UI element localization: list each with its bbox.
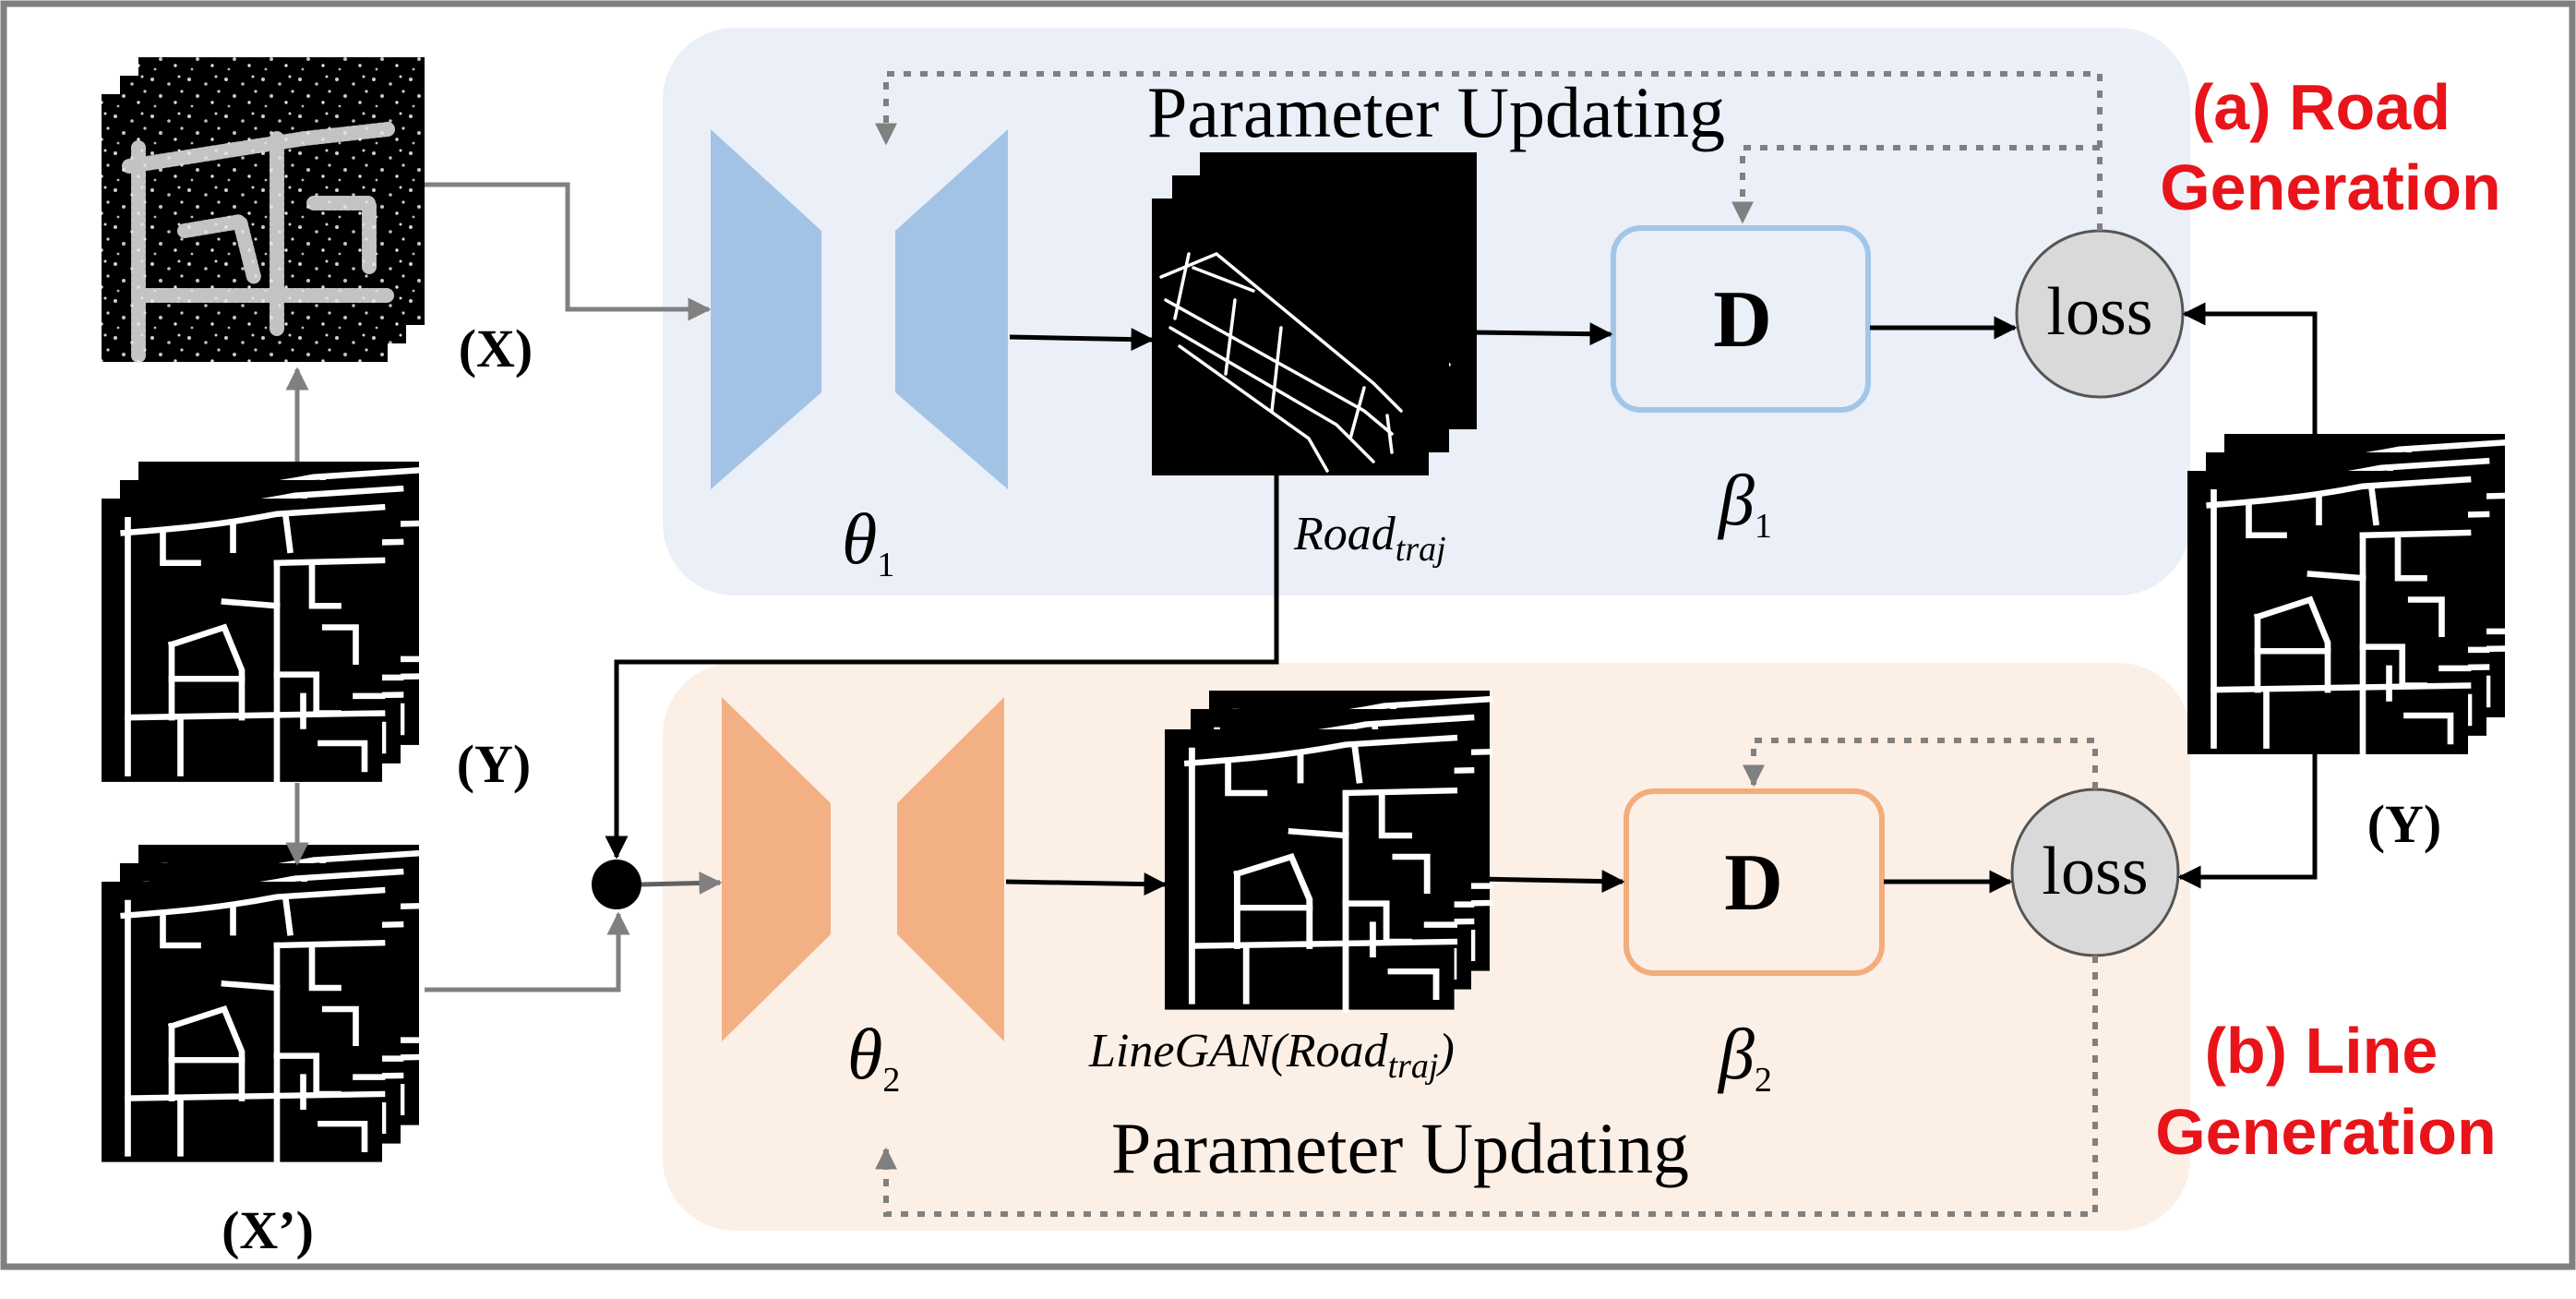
road-traj-label: Roadtraj bbox=[1293, 508, 1446, 569]
arrow-y-to-loss2 bbox=[2177, 750, 2318, 889]
label-x-prime: (X’) bbox=[222, 1200, 314, 1260]
arrow-y-to-loss1 bbox=[2182, 302, 2318, 434]
feedback-line-to-generator2 bbox=[875, 956, 2098, 1217]
arrow-generator2-to-lineoutput bbox=[1005, 872, 1168, 896]
generator-road-theta1 bbox=[711, 129, 1008, 489]
loss2-label: loss bbox=[2042, 834, 2148, 909]
label-y-right: (Y) bbox=[2367, 794, 2442, 854]
disc1-label: D bbox=[1713, 275, 1772, 365]
concat-junction-dot bbox=[592, 860, 641, 909]
discriminator-line bbox=[1623, 788, 1885, 976]
input-x-stack bbox=[102, 57, 425, 363]
arrow-junction-to-generator2 bbox=[641, 872, 723, 896]
linegan-output-stack bbox=[1165, 691, 1490, 1010]
arrow-lineoutput-to-disc2 bbox=[1476, 870, 1625, 894]
input-y-stack bbox=[102, 462, 419, 782]
input-x-prime-stack bbox=[102, 845, 419, 1162]
line-param-updating-label: Parameter Updating bbox=[1111, 1108, 1689, 1188]
arrow-generator1-to-roadtraj bbox=[1009, 328, 1155, 352]
arrow-roadtraj-to-disc1 bbox=[1471, 322, 1613, 346]
arrow-x-prime-to-junction bbox=[425, 911, 630, 992]
road-panel-title-line2: Generation bbox=[2160, 151, 2501, 223]
loss1-label: loss bbox=[2046, 274, 2152, 350]
arrow-roadtraj-to-junction bbox=[605, 466, 1279, 860]
road-param-updating-label: Parameter Updating bbox=[1147, 72, 1725, 152]
theta1-label: θ1 bbox=[842, 499, 894, 584]
disc2-label: D bbox=[1724, 838, 1783, 928]
ground-truth-y-stack bbox=[2187, 434, 2505, 754]
beta2-label: β2 bbox=[1717, 1014, 1772, 1100]
road-traj-output-stack bbox=[1150, 150, 1479, 477]
line-panel-title-line2: Generation bbox=[2155, 1096, 2497, 1168]
generator-line-theta2 bbox=[722, 697, 1004, 1041]
beta1-label: β1 bbox=[1717, 460, 1772, 546]
feedback-road-to-disc1 bbox=[1731, 145, 2100, 224]
theta2-label: θ2 bbox=[847, 1014, 900, 1100]
discriminator-road bbox=[1611, 225, 1871, 413]
label-y: (Y) bbox=[457, 734, 532, 794]
label-x: (X) bbox=[459, 319, 533, 379]
feedback-line-to-disc2 bbox=[1743, 738, 2098, 789]
linegan-label: LineGAN(Roadtraj) bbox=[1088, 1025, 1455, 1086]
arrow-x-to-generator1 bbox=[425, 182, 712, 321]
road-panel-title-line1: (a) Road bbox=[2192, 71, 2450, 143]
line-panel-title-line1: (b) Line bbox=[2205, 1015, 2438, 1087]
